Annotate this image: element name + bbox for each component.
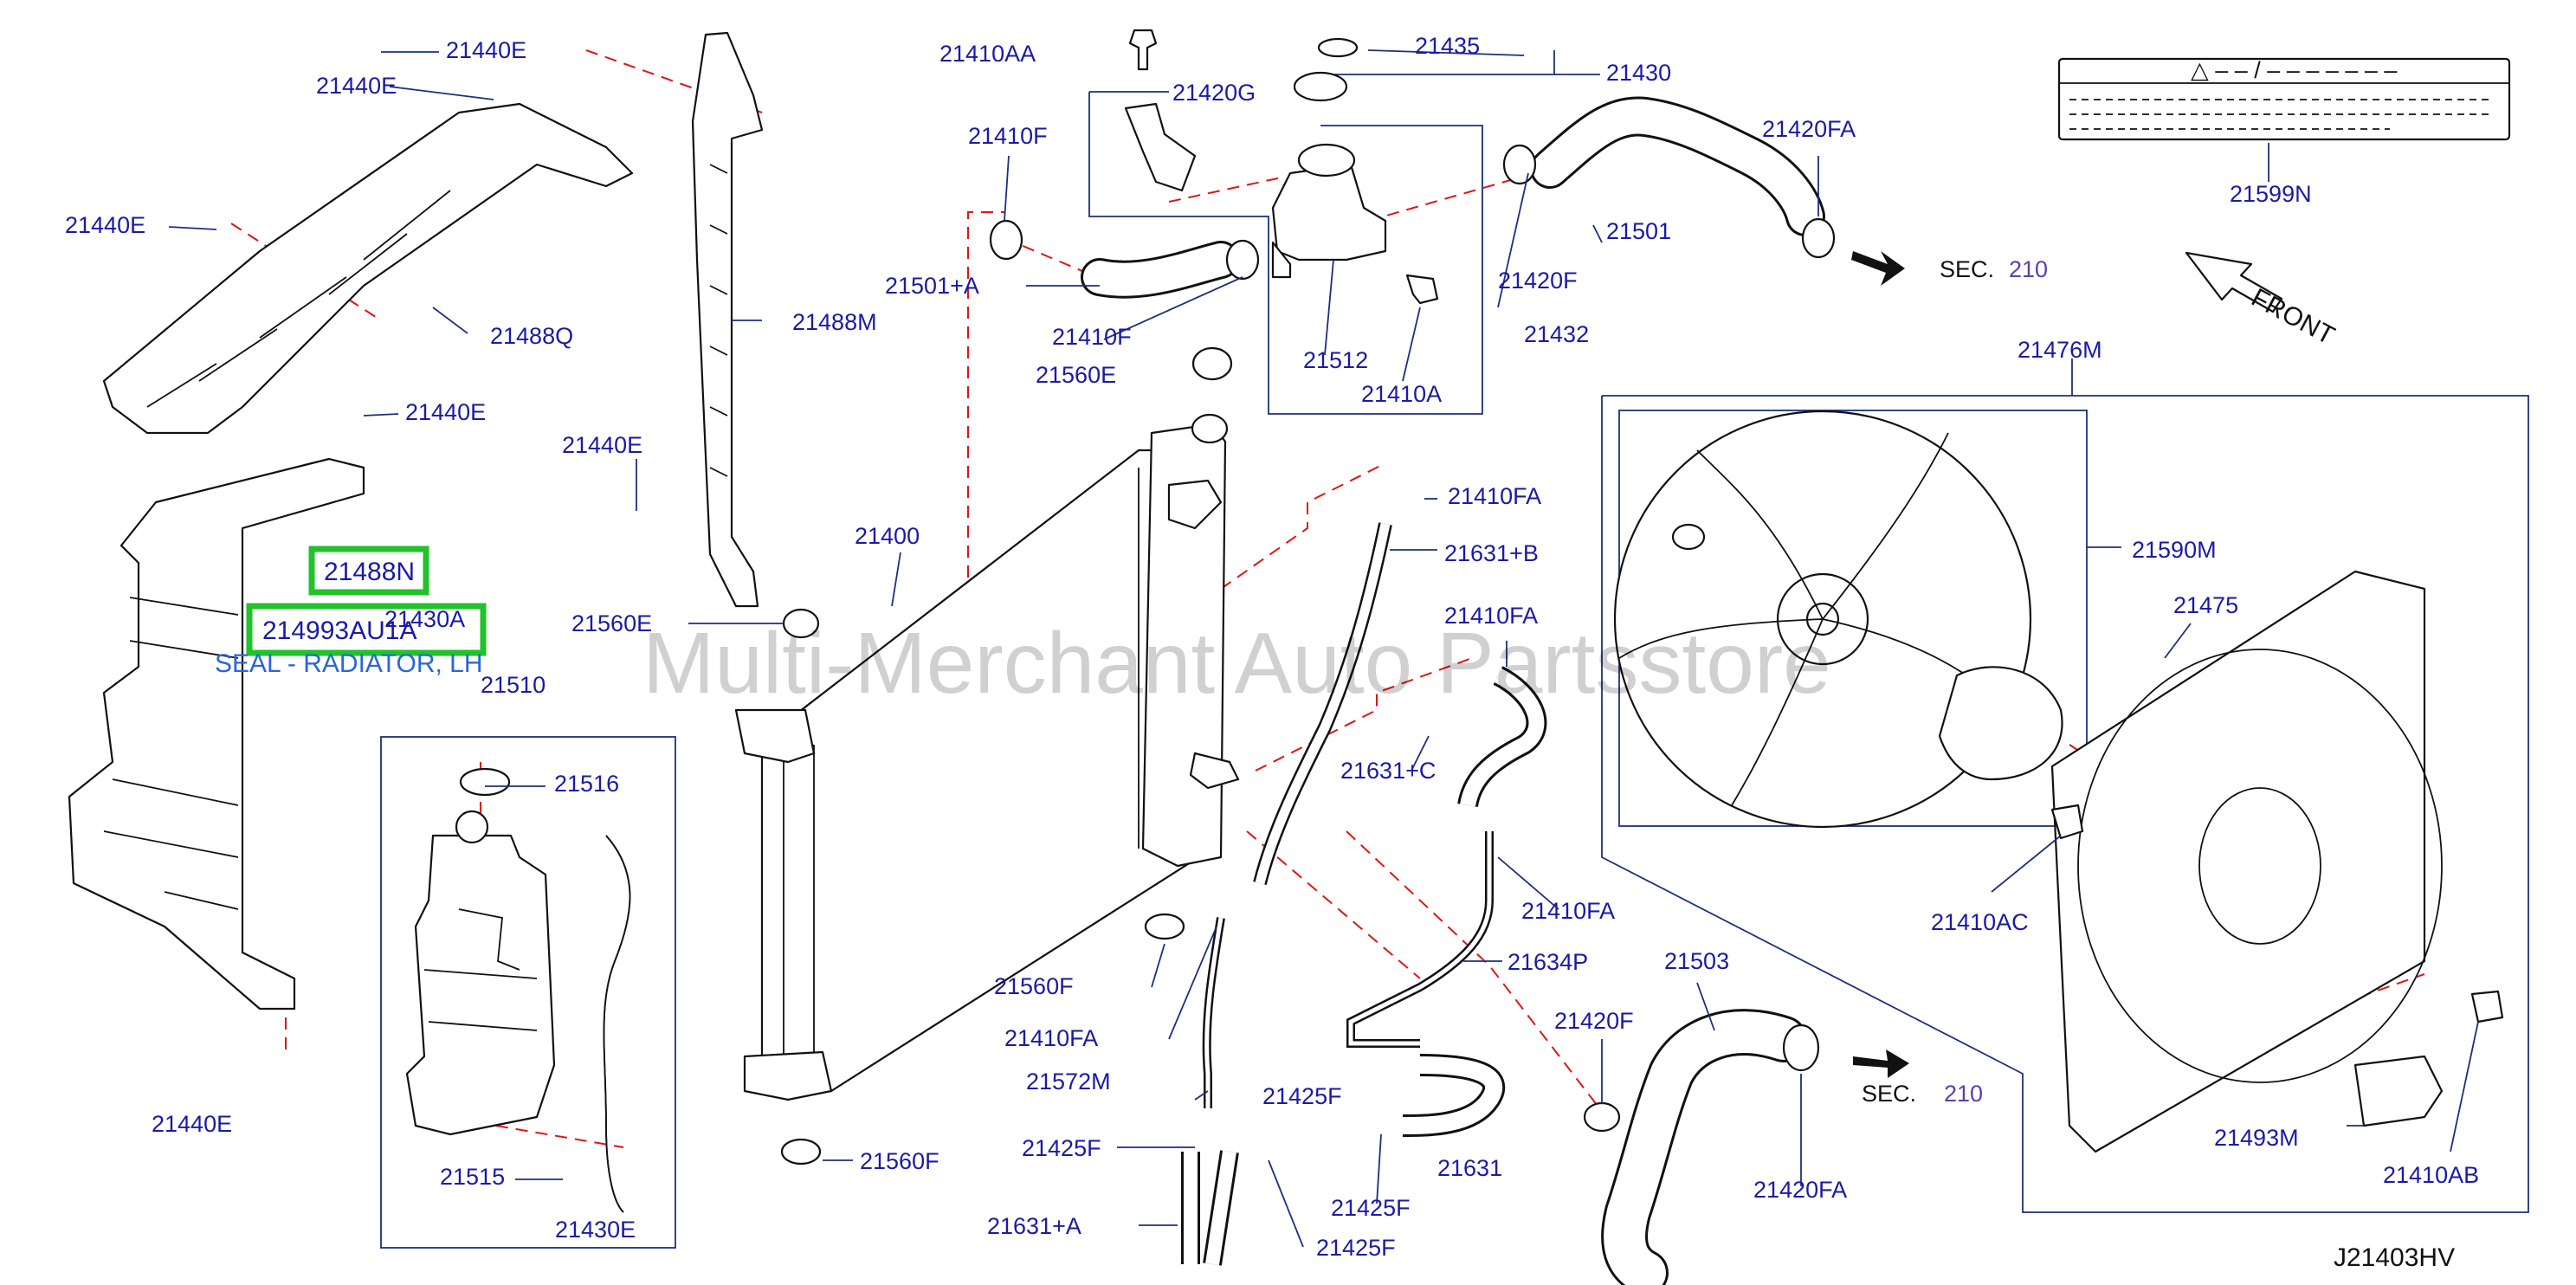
part-label-21425f[interactable]: 21425F [1022, 1135, 1101, 1161]
part-label-21425f[interactable]: 21425F [1331, 1195, 1411, 1221]
part-label-21420f[interactable]: 21420F [1554, 1008, 1634, 1034]
part-label-21440e[interactable]: 21440E [65, 212, 145, 238]
part-label-21410f[interactable]: 21410F [968, 123, 1048, 149]
part-label-21410ab[interactable]: 21410AB [2383, 1162, 2479, 1188]
highlight-box-21488n [308, 546, 429, 596]
air-guide-upper [102, 102, 634, 435]
part-label-21440e[interactable]: 21440E [405, 399, 486, 425]
filler-neck [1271, 163, 1387, 262]
part-label-21410a[interactable]: 21410A [1361, 381, 1442, 407]
part-label-21420fa[interactable]: 21420FA [1753, 1177, 1847, 1203]
part-label-21501-a[interactable]: 21501+A [885, 273, 979, 299]
fan-shroud [2050, 570, 2426, 1153]
sec-ref-lower-label[interactable]: SEC. [1862, 1081, 1916, 1107]
sec-ref-upper-label[interactable]: SEC. [1940, 256, 1994, 282]
air-guide-lh [68, 457, 365, 1011]
part-label-21631-a[interactable]: 21631+A [987, 1213, 1081, 1239]
part-label-21631-b[interactable]: 21631+B [1444, 540, 1539, 566]
part-label-21560e[interactable]: 21560E [571, 610, 652, 636]
part-label-21440e[interactable]: 21440E [446, 37, 526, 63]
part-label-21590m[interactable]: 21590M [2132, 537, 2217, 563]
part-label-21440e[interactable]: 21440E [152, 1111, 232, 1137]
part-label-21410fa[interactable]: 21410FA [1521, 898, 1615, 924]
part-label-21430e[interactable]: 21430E [555, 1217, 636, 1243]
part-label-21410aa[interactable]: 21410AA [939, 41, 1036, 67]
diagram-code: J21403HV [2334, 1243, 2455, 1272]
part-label-21512[interactable]: 21512 [1303, 347, 1368, 373]
part-label-21410fa[interactable]: 21410FA [1004, 1025, 1098, 1051]
part-label-21493m[interactable]: 21493M [2214, 1125, 2299, 1151]
part-label-21560f[interactable]: 21560F [860, 1148, 939, 1174]
sec-arrow-upper [1851, 251, 1905, 286]
part-label-21430[interactable]: 21430 [1606, 60, 1671, 86]
part-label-21631[interactable]: 21631 [1437, 1155, 1502, 1181]
part-label-21475[interactable]: 21475 [2173, 592, 2238, 618]
part-label-21440e[interactable]: 21440E [316, 73, 397, 99]
part-label-21501[interactable]: 21501 [1606, 218, 1671, 244]
parts [68, 29, 2511, 1285]
reservoir-tank [405, 834, 556, 1136]
part-label-21410fa[interactable]: 21410FA [1444, 603, 1538, 629]
part-label-21634p[interactable]: 21634P [1508, 949, 1588, 975]
section-references: SEC. 210 SEC. 210 [1862, 256, 2048, 1107]
highlight-box-214993au1a [246, 603, 487, 656]
part-label-21599n[interactable]: 21599N [2230, 181, 2312, 207]
part-label-21631-c[interactable]: 21631+C [1340, 758, 1436, 784]
part-label-21476m[interactable]: 21476M [2018, 337, 2102, 363]
part-label-21420f[interactable]: 21420F [1498, 268, 1578, 294]
part-label-21410f[interactable]: 21410F [1052, 324, 1132, 350]
part-label-21516[interactable]: 21516 [554, 771, 619, 797]
fan-relay [2353, 1055, 2444, 1127]
part-label-21410fa[interactable]: 21410FA [1448, 483, 1541, 509]
part-label-21420g[interactable]: 21420G [1172, 80, 1256, 106]
part-label-21435[interactable]: 21435 [1415, 33, 1480, 59]
part-label-21503[interactable]: 21503 [1664, 948, 1729, 974]
radiator-cap [1293, 71, 1348, 102]
sec-arrow-lower [1853, 1049, 1909, 1078]
leader-lines [168, 49, 2479, 1248]
part-label-21510[interactable]: 21510 [481, 672, 546, 698]
part-label-21400[interactable]: 21400 [855, 523, 920, 549]
warning-label-header: △ – – / – – – – – – – [2191, 57, 2397, 83]
part-label-21425f[interactable]: 21425F [1262, 1083, 1342, 1109]
highlight-callouts: 21488N 214993AU1A SEAL - RADIATOR, LH [215, 546, 487, 678]
reservoir-cap [459, 767, 511, 797]
part-label-21440e[interactable]: 21440E [562, 432, 642, 458]
part-label-21560e[interactable]: 21560E [1036, 362, 1116, 388]
watermark: Multi-Merchant Auto Partsstore [642, 615, 1831, 712]
part-label-21432[interactable]: 21432 [1524, 321, 1589, 347]
part-label-21560f[interactable]: 21560F [994, 973, 1074, 999]
part-label-21410ac[interactable]: 21410AC [1931, 909, 2029, 935]
front-arrow [2185, 251, 2283, 313]
highlight-text-21488n[interactable]: 21488N [324, 558, 415, 586]
part-label-21515[interactable]: 21515 [440, 1164, 505, 1190]
part-label-21488m[interactable]: 21488M [792, 309, 877, 335]
part-label-21430a[interactable]: 21430A [384, 606, 465, 632]
highlight-text-214993au1a[interactable]: 214993AU1A [262, 617, 416, 645]
sec-ref-upper-number[interactable]: 210 [2009, 256, 2048, 282]
warning-label [2057, 57, 2511, 141]
front-label: FRONT [2247, 283, 2340, 351]
part-label-21425f[interactable]: 21425F [1316, 1235, 1396, 1261]
seal-note: SEAL - RADIATOR, LH [215, 649, 483, 678]
part-labels: 21440E 21440E 21440E 21488Q 21440E 21488M 2144… [65, 33, 2479, 1261]
part-label-21572m[interactable]: 21572M [1026, 1069, 1111, 1095]
sec-ref-lower-number[interactable]: 210 [1944, 1081, 1983, 1107]
air-guide-side [691, 31, 764, 608]
part-label-21420fa[interactable]: 21420FA [1762, 116, 1856, 142]
part-label-21488q[interactable]: 21488Q [490, 323, 573, 349]
